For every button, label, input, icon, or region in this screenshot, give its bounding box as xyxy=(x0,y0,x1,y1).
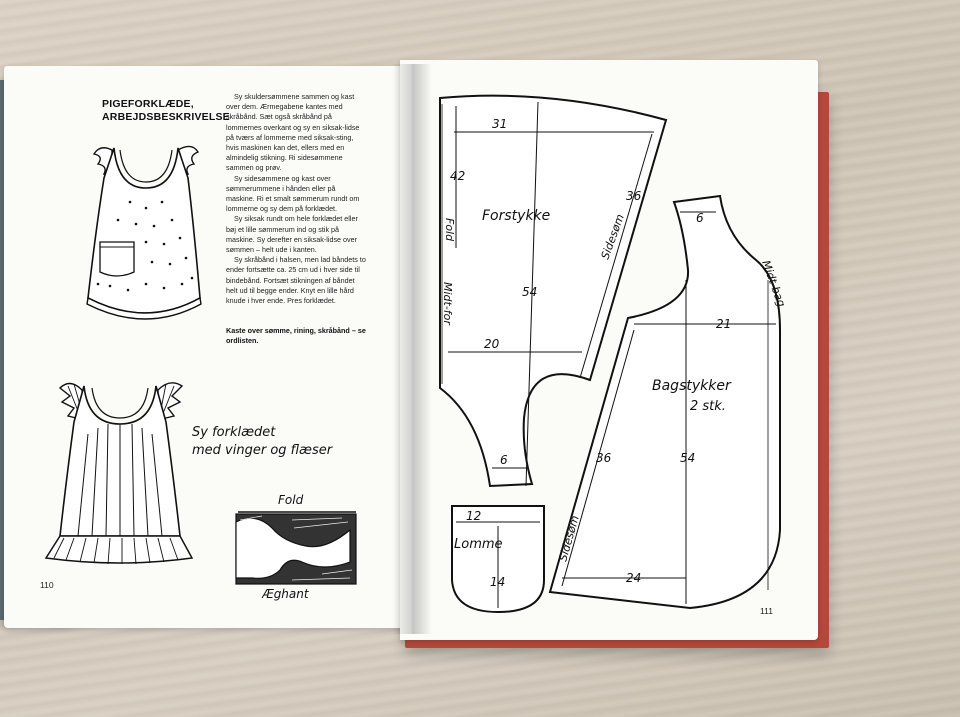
pattern-front-piece: 31 42 Fold Midt-for Forstykke 54 36 Side… xyxy=(439,94,668,488)
pocket-height: 14 xyxy=(490,575,505,589)
back-width-mid: 21 xyxy=(716,317,731,331)
front-strap-width: 6 xyxy=(500,453,508,467)
sketch-caption: Sy forklædet med vinger og flæser xyxy=(192,424,362,460)
instruction-paragraph: Sy siksak rundt om hele forklædet eller … xyxy=(226,214,358,255)
page-number-right: 111 xyxy=(760,606,773,616)
apron-illustration-dotted xyxy=(86,145,202,320)
page-number-left: 110 xyxy=(40,580,54,590)
fold-detail-diagram: Fold Æghant xyxy=(235,493,357,601)
back-piece-name-2: 2 stk. xyxy=(690,399,726,414)
title-line: ARBEJDSBESKRIVELSE xyxy=(102,111,230,123)
pocket-width: 12 xyxy=(466,509,481,523)
book-gutter xyxy=(392,64,432,634)
pocket-name: Lomme xyxy=(454,537,503,552)
front-side-length: 36 xyxy=(626,189,642,203)
instruction-paragraph: Sy sidesømmene og kast over sømmerummene… xyxy=(226,173,360,214)
caption-line: med vinger og flæser xyxy=(192,443,333,458)
apron-illustration-ruffled xyxy=(44,382,194,565)
front-mid-label: Midt-for xyxy=(441,282,454,326)
front-width-top: 31 xyxy=(492,117,507,131)
front-fold-label: Fold xyxy=(443,218,456,242)
page-title: PIGEFORKLÆDE, ARBEJDSBESKRIVELSE xyxy=(102,98,232,124)
front-length: 54 xyxy=(522,285,537,299)
pattern-back-piece: 6 Midt-bag 21 Bagstykker 2 stk. 36 54 Si… xyxy=(548,194,788,610)
caption-line: Sy forklædet xyxy=(192,425,276,440)
back-strap-width: 6 xyxy=(696,211,704,225)
fold-label: Fold xyxy=(278,493,304,507)
front-width-mid: 20 xyxy=(484,337,500,351)
back-width-bottom: 24 xyxy=(626,571,641,585)
back-side-length: 36 xyxy=(596,451,612,465)
instruction-paragraph: Sy skråbånd i halsen, men lad båndets to… xyxy=(226,255,366,306)
instructions-text: Sy skuldersømmene sammen og kast over de… xyxy=(226,92,366,306)
hem-label: Æghant xyxy=(261,587,310,601)
glossary-note: Kaste over sømme, rining, skråbånd – se … xyxy=(226,326,366,346)
back-piece-name-1: Bagstykker xyxy=(652,378,732,394)
front-piece-name: Forstykke xyxy=(482,208,550,224)
pattern-pocket: 12 Lomme 14 xyxy=(451,505,545,614)
back-length: 54 xyxy=(680,451,695,465)
title-line: PIGEFORKLÆDE, xyxy=(102,98,194,110)
front-height-left: 42 xyxy=(450,169,465,183)
instruction-paragraph: Sy skuldersømmene sammen og kast over de… xyxy=(226,92,360,173)
